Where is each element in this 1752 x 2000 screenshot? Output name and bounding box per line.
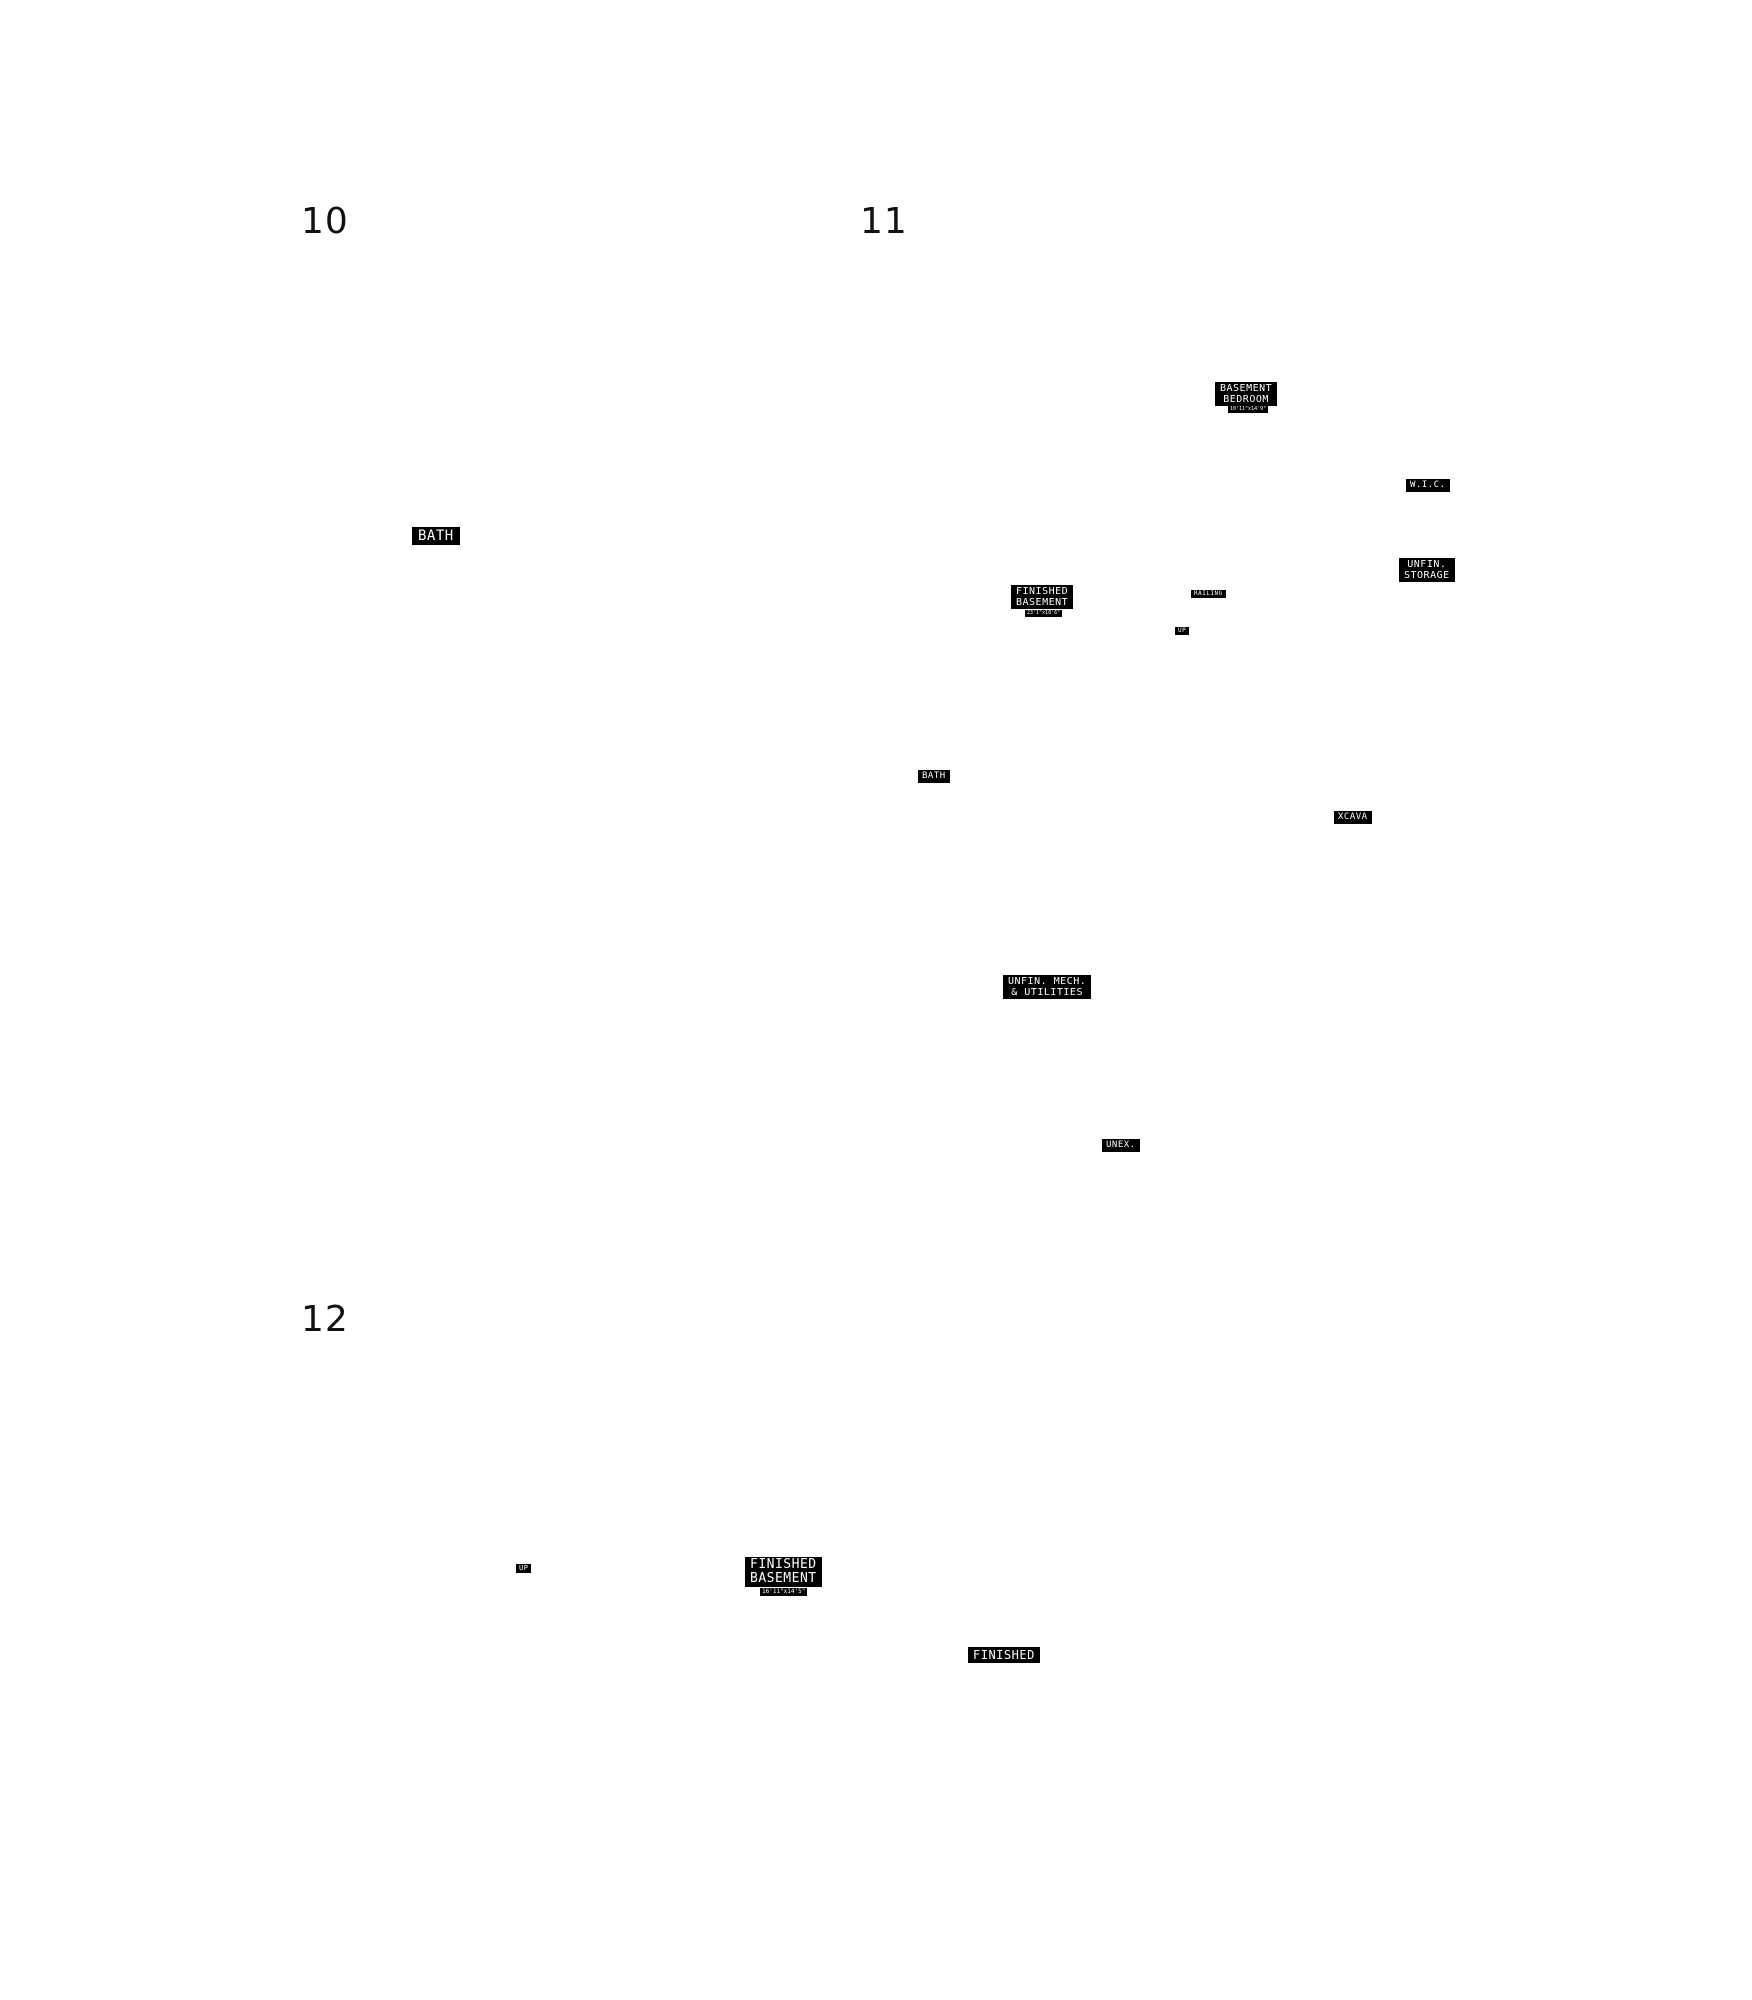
label-railing: RAILING	[1191, 590, 1226, 598]
room-label-line: UNFIN.	[1407, 559, 1447, 570]
label-stair-up: UP	[1175, 627, 1190, 635]
room-dimension-finished-basement: 23'1"x18'6"	[1025, 610, 1063, 617]
room-label-line: BASEMENT	[750, 1571, 817, 1586]
room-label-excavation: XCAVA	[1334, 811, 1372, 824]
room-label-unexcavated: UNEX.	[1102, 1139, 1140, 1152]
room-label-line: STORAGE	[1404, 570, 1450, 581]
room-label-line: UNFIN. MECH.	[1008, 976, 1087, 987]
panel-number-11: 11	[860, 201, 908, 242]
room-label-line: BASEMENT	[1016, 597, 1069, 608]
room-label-finished-basement-12: FINISHED BASEMENT	[745, 1557, 822, 1587]
panel-number-10: 10	[301, 201, 349, 242]
room-label-unfin-storage: UNFIN. STORAGE	[1399, 558, 1455, 582]
room-label-line: BEDROOM	[1223, 394, 1269, 405]
room-label-basement-bedroom: BASEMENT BEDROOM	[1215, 382, 1278, 406]
room-label-wic: W.I.C.	[1406, 479, 1450, 492]
room-label-line: FINISHED	[1016, 586, 1069, 597]
room-label-line: FINISHED	[750, 1557, 817, 1572]
panel-number-12: 12	[301, 1299, 349, 1340]
room-label-line: & UTILITIES	[1011, 987, 1083, 998]
room-dimension-basement-bedroom: 10'11"x14'9"	[1228, 406, 1269, 413]
room-label-unfin-mech-utilities: UNFIN. MECH. & UTILITIES	[1003, 975, 1092, 999]
room-label-line: BASEMENT	[1220, 383, 1273, 394]
room-label-bath-basement: BATH	[918, 770, 950, 783]
room-label-finished: FINISHED	[968, 1647, 1040, 1663]
room-dimension-finished-basement-12: 16'11"x14'5"	[760, 1588, 808, 1596]
label-stair-up-12: UP	[516, 1564, 532, 1573]
room-label-bath: BATH	[412, 527, 460, 545]
room-label-finished-basement: FINISHED BASEMENT	[1011, 585, 1074, 609]
